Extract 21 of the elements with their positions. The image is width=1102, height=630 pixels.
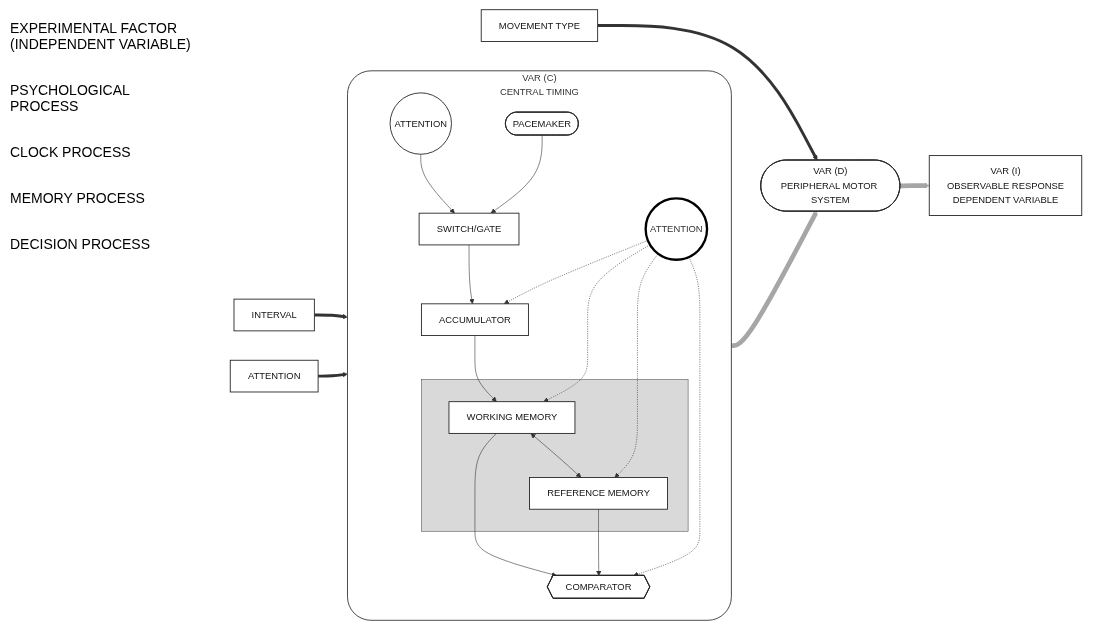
cluster <box>421 379 689 532</box>
stage-label: MEMORY PROCESS <box>10 190 146 206</box>
row-label: PSYCHOLOGICAL PROCESS <box>10 82 131 114</box>
arrow <box>597 24 818 161</box>
row-label: EXPERIMENTAL FACTOR (INDEPENDENT VARIABLE) <box>10 20 192 52</box>
node-box: MOVEMENT TYPE <box>480 9 599 42</box>
arrow <box>318 372 348 378</box>
node-box: ACCUMULATOR <box>420 303 529 336</box>
node-box: REFERENCE MEMORY <box>529 477 668 510</box>
stage-label: CLOCK PROCESS <box>10 144 132 160</box>
node-circle: ATTENTION <box>389 92 452 155</box>
node-box: WORKING MEMORY <box>448 401 576 434</box>
node-box: ATTENTION <box>229 359 319 393</box>
node-circle: ATTENTION <box>644 197 709 261</box>
node-box: VAR (I) OBSERVABLE RESPONSE DEPENDENT VARIABLE <box>928 155 1083 216</box>
arrow <box>731 210 818 348</box>
arrow <box>314 313 348 320</box>
arrow <box>900 183 930 189</box>
stage-label: DECISION PROCESS <box>10 236 152 252</box>
node-box: SWITCH/GATE <box>418 212 520 246</box>
node-box: INTERVAL <box>233 298 315 332</box>
